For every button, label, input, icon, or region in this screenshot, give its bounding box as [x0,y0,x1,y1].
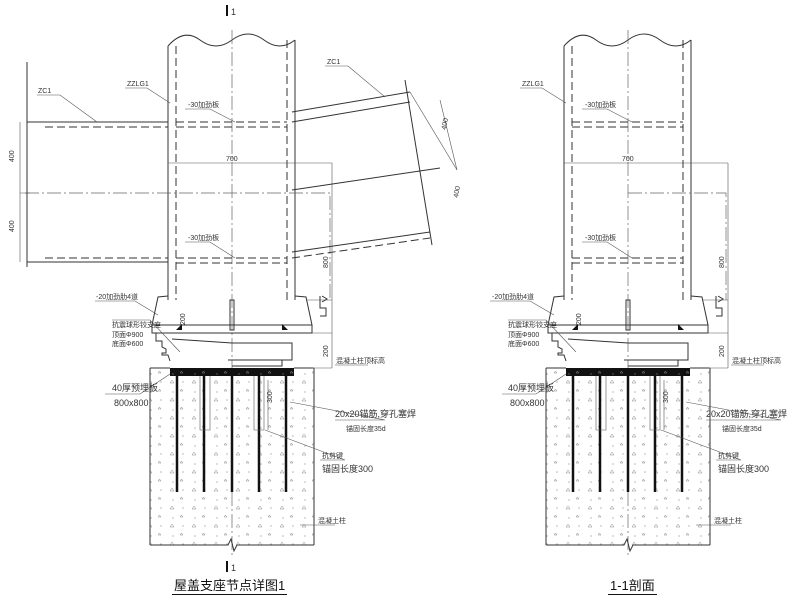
shear-key-label: 抗剪键 [322,451,343,460]
right-title: 1-1剖面 [608,575,657,595]
anchor-label: 20x20锚筋,穿孔塞焊 [335,408,416,419]
column-label: ZZLG1 [127,81,149,88]
column-label: ZZLG1 [522,81,544,88]
brace-label: ZC1 [38,88,51,95]
dimension: 400 [9,150,16,162]
left-title: 屋盖支座节点详图1 [172,575,288,595]
dimension: 300 [663,391,670,403]
dimension: 800 [719,256,726,268]
section-mark-bottom: 1 [226,561,236,573]
dimension: 400 [9,220,16,232]
section-mark-label: 1 [231,563,236,573]
concrete-label: 混凝土柱 [714,516,742,525]
brace-label: ZC1 [327,59,340,66]
dimension: 400 [441,118,450,131]
column-top-label: 混凝土柱顶标高 [336,356,385,365]
bearing-bottom-label: 底面Φ600 [508,339,539,348]
plate-size-label: 800x800 [510,398,545,408]
section-mark-top: 1 [226,5,236,17]
left-detail: ZC1 ZZLG1 ZC1 -30加劲板 -30加劲板 700 400 400 … [9,28,462,557]
plate-size-label: 800x800 [114,398,149,408]
dimension: 700 [622,156,634,163]
bearing-top-label: 顶面Φ900 [508,331,539,339]
stiffener-label: -30加劲板 [188,100,219,109]
bearing-label: 抗震球形铰支座 [508,320,557,329]
anchor-label: 20x20锚筋,穿孔塞焊 [706,408,787,419]
right-detail: ZZLG1 -30加劲板 -30加劲板 700 800 200 200 300 … [490,28,787,557]
concrete-label: 混凝土柱 [318,516,346,525]
shear-length-label: 锚固长度300 [322,463,373,474]
dimension: 700 [226,156,238,163]
bearing-bottom-label: 底面Φ600 [112,339,143,348]
stiffener-label: -30加劲板 [188,233,219,242]
bearing-top-label: 顶面Φ900 [112,331,143,339]
stiffener-label: -30加劲板 [585,100,616,109]
dimension: 200 [576,313,583,325]
dimension: 800 [323,256,330,268]
anchor-length-label: 锚固长度35d [346,424,386,433]
dimension: 300 [267,391,274,403]
shear-length-label: 锚固长度300 [718,463,769,474]
section-mark-label: 1 [231,7,236,17]
rib-label: -20加劲肋4道 [96,292,138,301]
bearing-label: 抗震球形铰支座 [112,320,161,329]
dimension: 200 [180,313,187,325]
dimension: 200 [719,345,726,357]
rib-label: -20加劲肋4道 [492,292,534,301]
dimension: 400 [453,186,462,199]
plate-label: 40厚预埋板 [508,382,554,393]
column-top-label: 混凝土柱顶标高 [732,356,781,365]
anchor-length-label: 锚固长度35d [722,424,762,433]
stiffener-label: -30加劲板 [585,233,616,242]
dimension: 200 [323,345,330,357]
plate-label: 40厚预埋板 [112,382,158,393]
shear-key-label: 抗剪键 [718,451,739,460]
